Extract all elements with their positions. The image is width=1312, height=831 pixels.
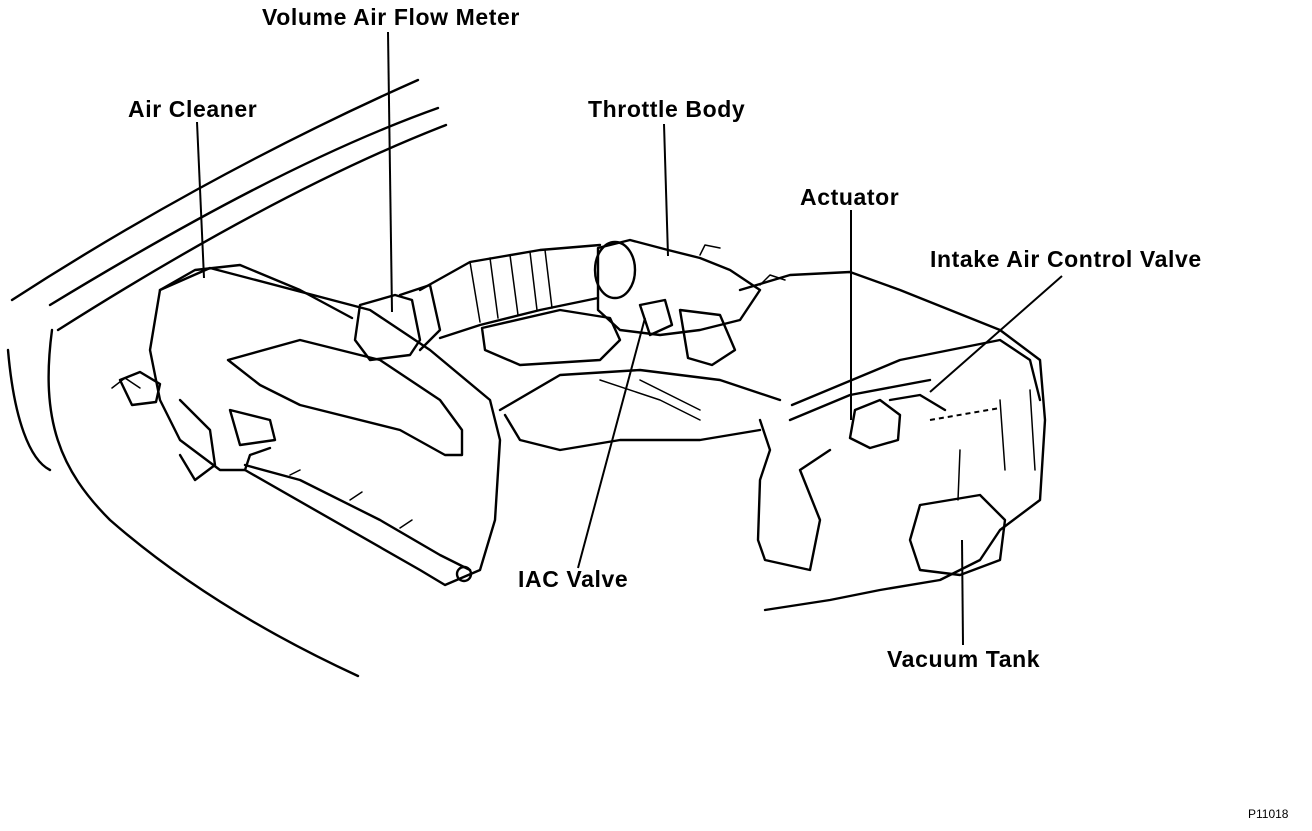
air-cleaner-shape bbox=[111, 263, 502, 587]
label-throttle-body: Throttle Body bbox=[588, 96, 746, 122]
label-iac-valve: IAC Valve bbox=[518, 566, 629, 592]
label-intake-air-control-valve: Intake Air Control Valve bbox=[930, 246, 1202, 272]
throttle-body-shape bbox=[480, 238, 786, 367]
plenum-shape bbox=[498, 270, 1047, 612]
label-air-cleaner: Air Cleaner bbox=[128, 96, 258, 122]
figure-code: P11018 bbox=[1248, 807, 1289, 821]
leader-lines bbox=[196, 31, 1063, 646]
label-actuator: Actuator bbox=[800, 184, 900, 210]
hood-outline bbox=[6, 78, 448, 678]
label-volume-air-flow-meter: Volume Air Flow Meter bbox=[262, 4, 520, 30]
air-flow-meter-shape bbox=[353, 243, 602, 362]
label-vacuum-tank: Vacuum Tank bbox=[887, 646, 1041, 672]
